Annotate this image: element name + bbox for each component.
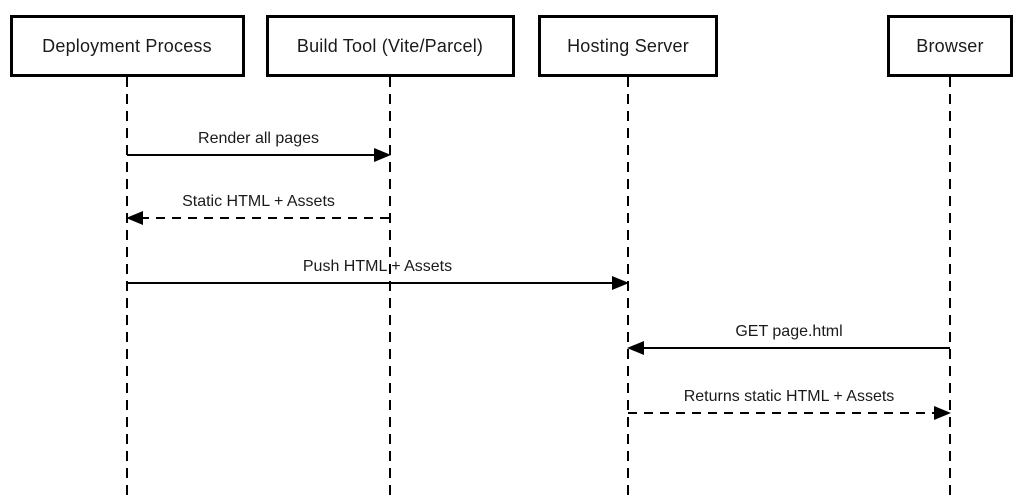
message-line	[628, 412, 937, 414]
message-label: Returns static HTML + Assets	[683, 388, 895, 405]
message-get-page-html: GET page.html	[627, 323, 950, 355]
participant-box-build-tool: Build Tool (Vite/Parcel)	[265, 15, 515, 77]
message-line	[641, 347, 950, 349]
message-line	[140, 217, 390, 219]
message-arrowhead	[612, 276, 629, 290]
message-arrowhead	[374, 148, 391, 162]
message-label: Render all pages	[198, 130, 319, 147]
lifeline-deployment-process	[126, 77, 128, 495]
message-label: Push HTML + Assets	[302, 258, 453, 275]
participant-box-hosting-server: Hosting Server	[538, 15, 718, 77]
message-label: Static HTML + Assets	[182, 193, 335, 210]
message-returns-static-html-assets: Returns static HTML + Assets	[628, 388, 951, 420]
message-arrowhead	[126, 211, 143, 225]
participant-label: Build Tool (Vite/Parcel)	[296, 35, 484, 56]
message-push-html-assets: Push HTML + Assets	[127, 258, 629, 290]
participant-box-deployment-process: Deployment Process	[9, 15, 245, 77]
message-line	[127, 282, 615, 284]
message-label: GET page.html	[735, 323, 843, 340]
participant-label: Hosting Server	[567, 35, 689, 56]
message-arrowhead	[627, 341, 644, 355]
message-render-all-pages: Render all pages	[127, 130, 391, 162]
lifeline-build-tool	[389, 77, 391, 495]
participant-box-browser: Browser	[887, 15, 1013, 77]
message-arrowhead	[934, 406, 951, 420]
participant-label: Browser	[916, 35, 984, 56]
message-static-html-assets: Static HTML + Assets	[126, 193, 390, 225]
message-line	[127, 154, 377, 156]
lifeline-browser	[949, 77, 951, 495]
participant-label: Deployment Process	[42, 35, 212, 56]
